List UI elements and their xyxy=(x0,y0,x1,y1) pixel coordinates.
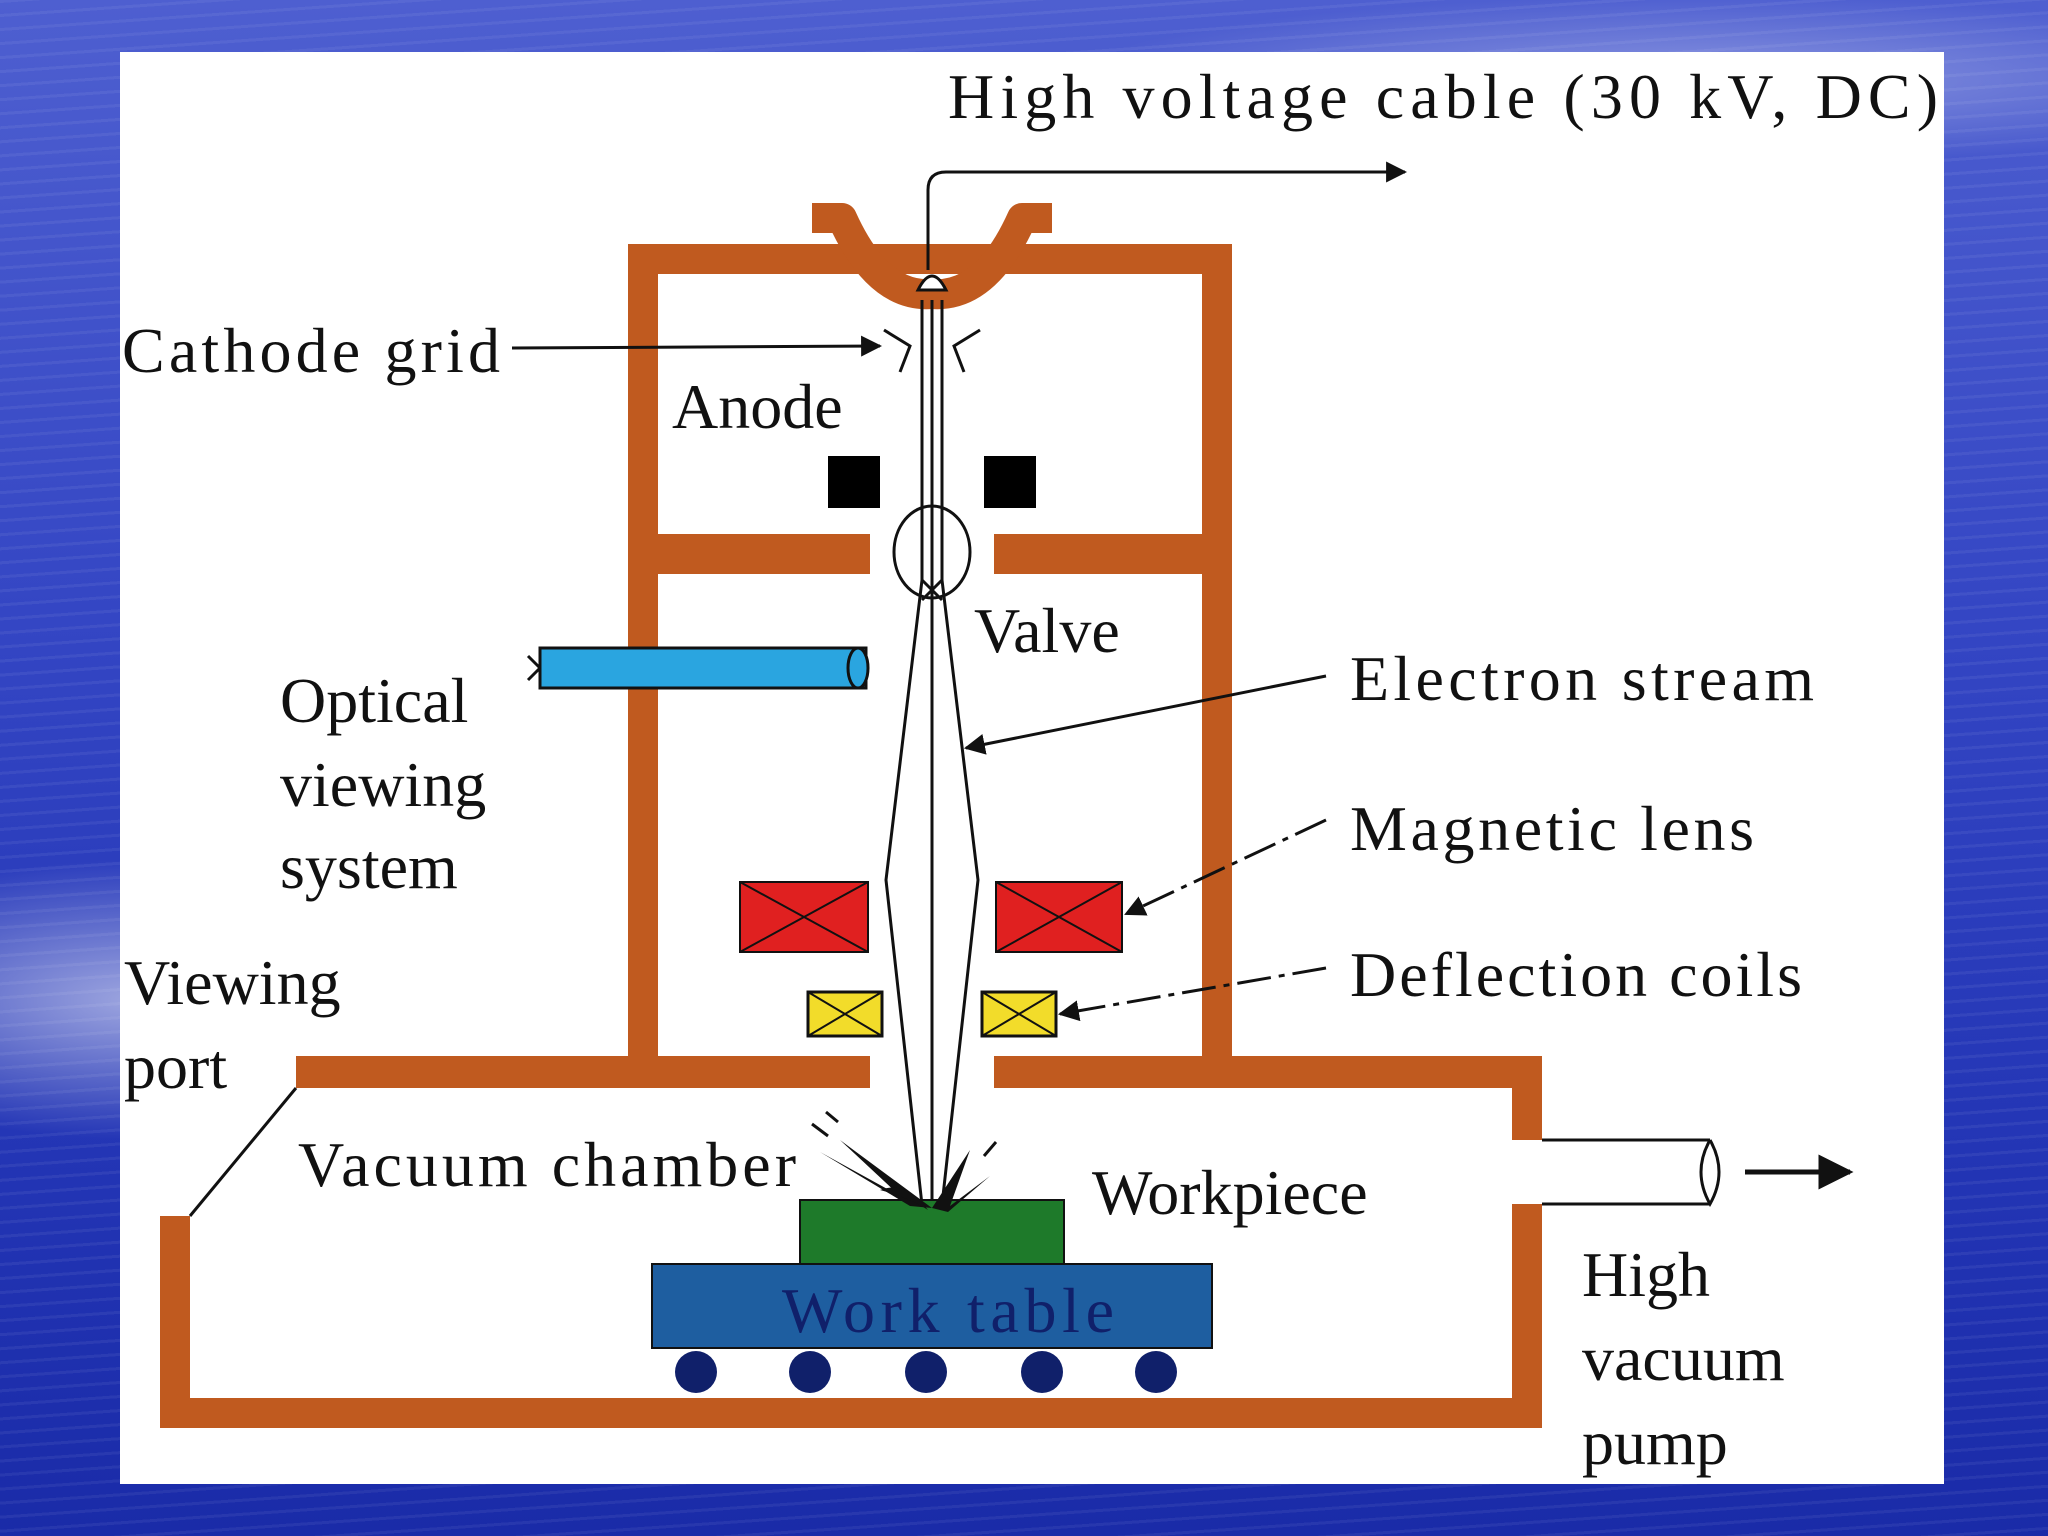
label-high-vacuum-pump-2: vacuum xyxy=(1582,1323,1785,1394)
label-viewing-port-1: Viewing xyxy=(124,947,341,1018)
deflection-coil-left xyxy=(806,990,884,1038)
label-viewing-port-2: port xyxy=(124,1031,227,1102)
cathode-grid-left xyxy=(883,328,912,373)
work-table-block xyxy=(651,1263,1213,1349)
impact-splash-icon xyxy=(811,1110,998,1212)
work-table-wheels xyxy=(675,1351,1177,1393)
electron-beam xyxy=(884,300,980,1206)
anode-block-right xyxy=(984,456,1036,508)
label-optical-viewing-system-1: Optical xyxy=(280,665,468,736)
deflection-coils-arrow xyxy=(1057,966,1327,1022)
cathode-filament xyxy=(915,274,949,292)
cathode-grid-arrow xyxy=(511,335,883,357)
anode-block-left xyxy=(828,456,880,508)
pump-duct xyxy=(1542,1138,1721,1208)
label-high-voltage-cable: High voltage cable (30 kV, DC) xyxy=(948,61,1938,132)
label-anode: Anode xyxy=(672,371,843,442)
optical-viewing-tube xyxy=(526,646,870,690)
label-magnetic-lens: Magnetic lens xyxy=(1350,793,1754,864)
label-high-vacuum-pump-1: High xyxy=(1582,1239,1710,1310)
chamber-walls xyxy=(160,1056,1542,1428)
column-walls xyxy=(628,244,1232,1056)
label-valve: Valve xyxy=(974,595,1120,666)
label-electron-stream: Electron stream xyxy=(1350,643,1814,714)
label-cathode-grid: Cathode grid xyxy=(122,315,500,386)
label-optical-viewing-system-2: viewing xyxy=(280,749,486,820)
label-high-vacuum-pump-3: pump xyxy=(1582,1407,1728,1478)
label-optical-viewing-system-3: system xyxy=(280,831,458,902)
cathode-grid-right xyxy=(952,328,981,373)
electron-stream-arrow xyxy=(963,674,1327,755)
viewing-port-door xyxy=(188,1087,298,1217)
magnetic-lens-arrow xyxy=(1124,818,1327,916)
label-work-table: Work table xyxy=(782,1275,1114,1346)
magnetic-lens-right xyxy=(995,881,1123,953)
magnetic-lens-left xyxy=(739,881,869,953)
label-deflection-coils: Deflection coils xyxy=(1350,939,1802,1010)
workpiece-block xyxy=(799,1199,1065,1269)
high-voltage-cable xyxy=(926,161,1408,270)
gun-cap xyxy=(812,203,1052,310)
deflection-coil-right xyxy=(980,990,1058,1038)
label-vacuum-chamber: Vacuum chamber xyxy=(298,1129,796,1200)
label-workpiece: Workpiece xyxy=(1092,1157,1368,1228)
